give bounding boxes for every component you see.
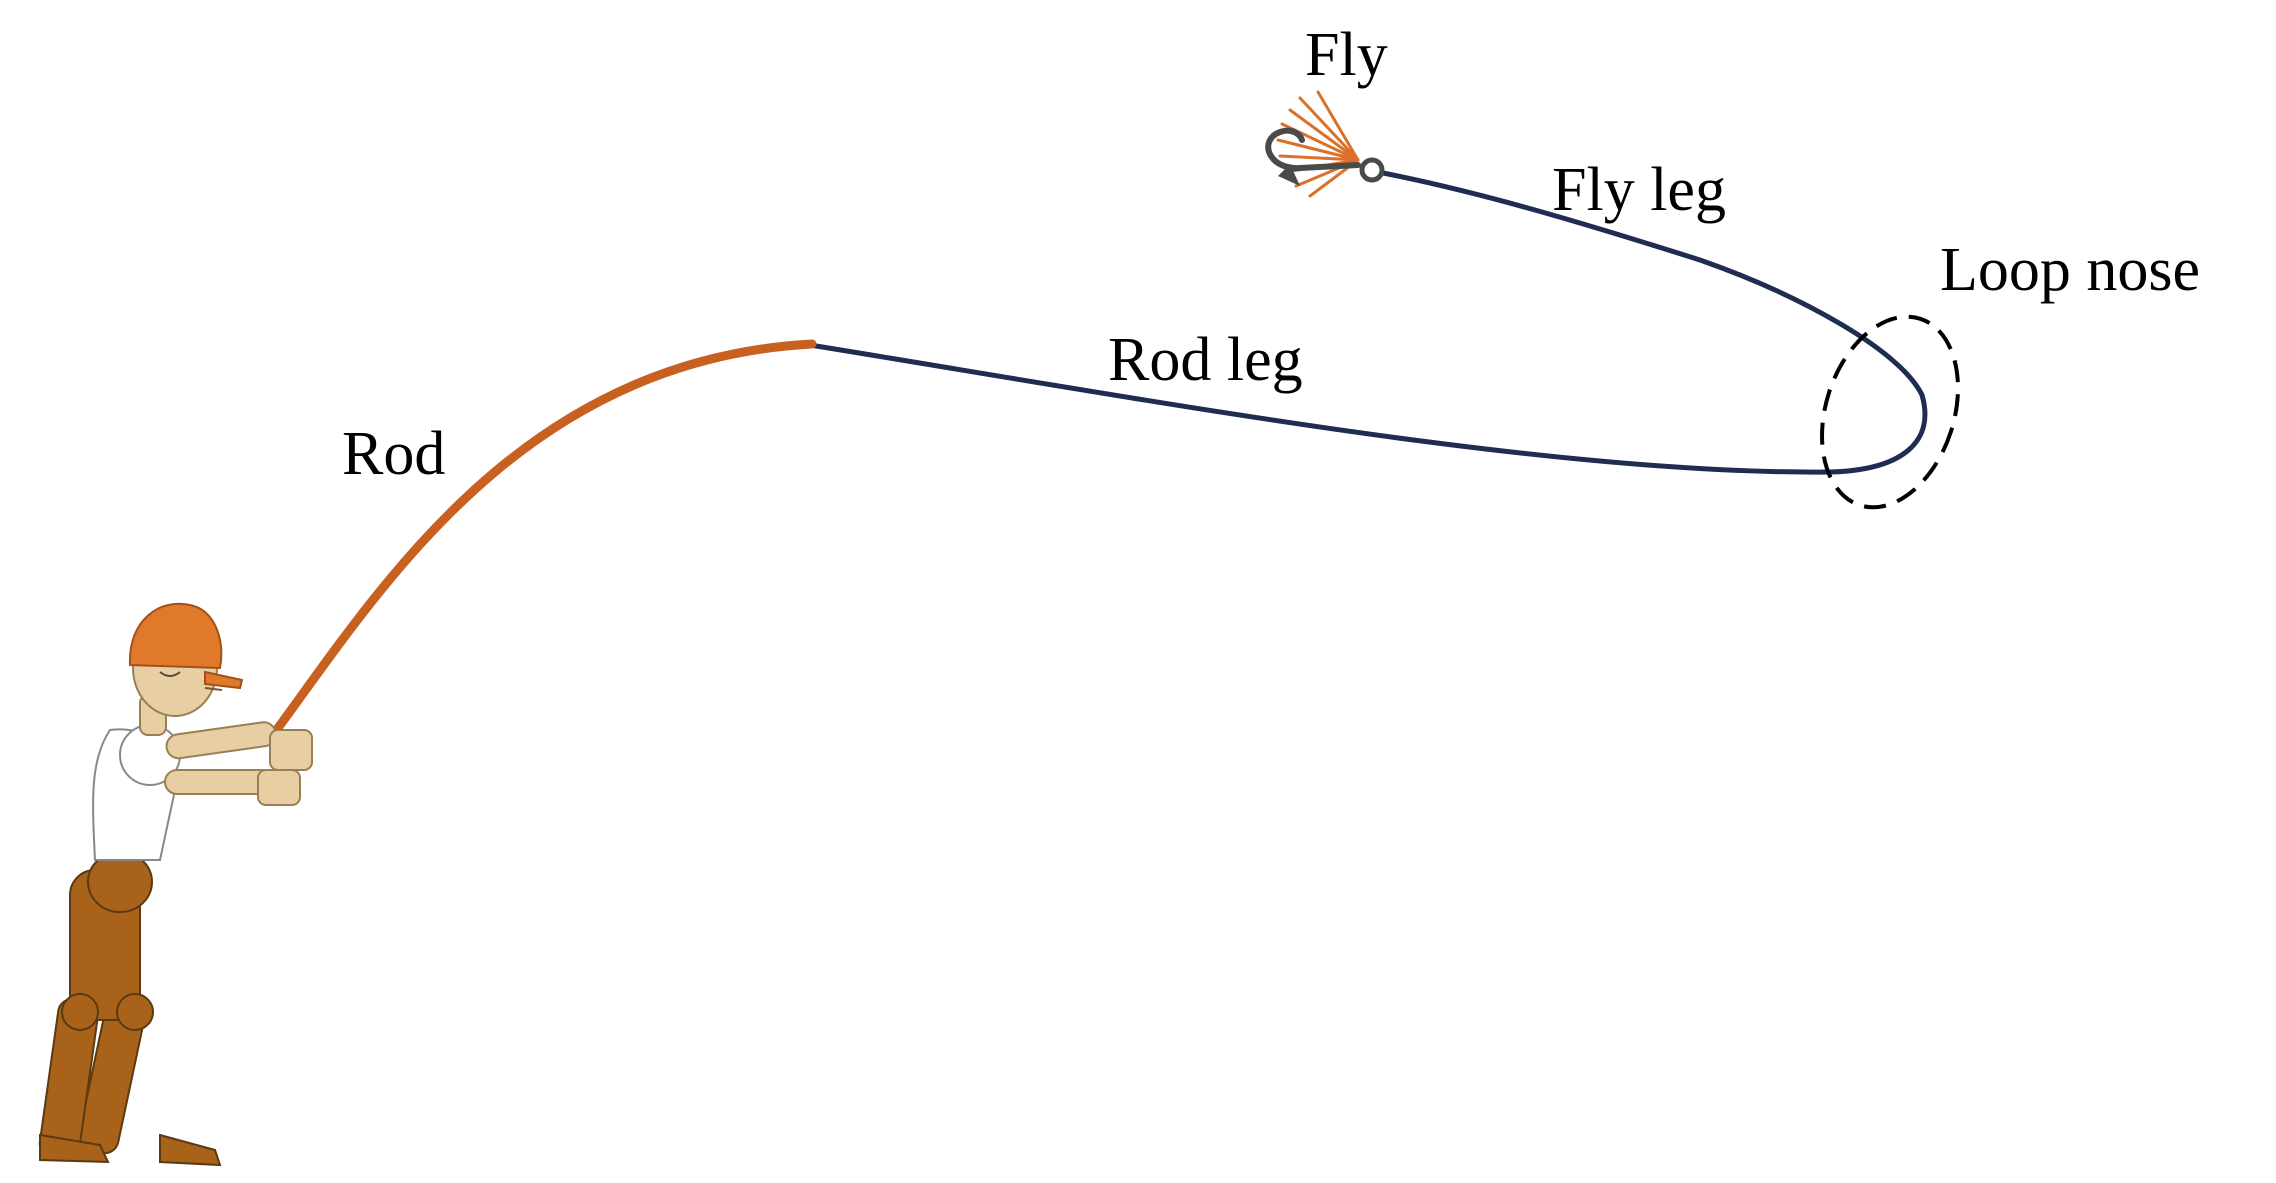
- loop-nose-marker: [1820, 314, 1960, 510]
- label-loop-nose: Loop nose: [1940, 236, 2200, 304]
- fly-line: [809, 169, 1928, 475]
- label-rod-leg: Rod leg: [1108, 326, 1303, 394]
- label-rod: Rod: [342, 420, 445, 488]
- angler-figure: [38, 602, 313, 1167]
- label-fly-leg: Fly leg: [1552, 156, 1726, 224]
- label-fly: Fly: [1305, 21, 1388, 89]
- fly-hook-icon: [1265, 90, 1385, 198]
- fly-rod: [270, 339, 817, 737]
